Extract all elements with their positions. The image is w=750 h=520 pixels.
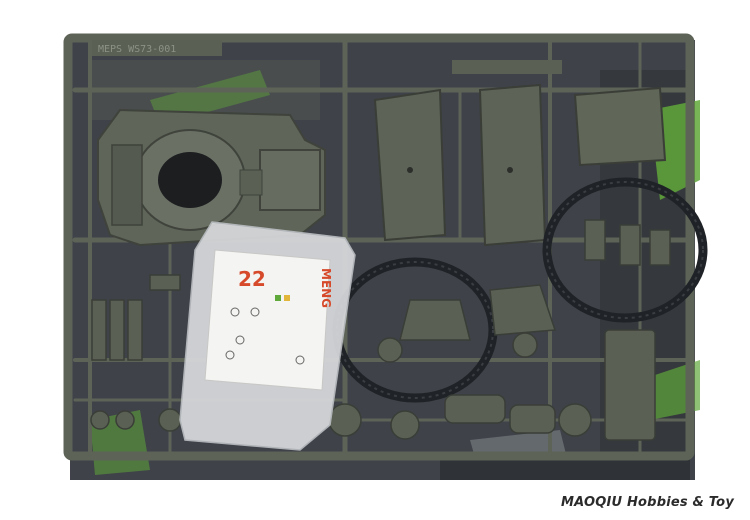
- decal-number: 22: [238, 267, 266, 291]
- suspension-parts: [328, 219, 671, 441]
- svg-text:MEPS WS73-001: MEPS WS73-001: [98, 44, 176, 55]
- decal-bag: 22 MENG: [179, 221, 356, 451]
- watermark-text: MAOQIU Hobbies & Toy: [560, 495, 734, 510]
- small-parts-left: [90, 274, 182, 432]
- turret-part: [97, 108, 326, 247]
- decal-brand: MENG: [319, 268, 333, 308]
- sprue-label: MEPS WS73-001: [92, 40, 562, 74]
- hull-panels: [373, 83, 667, 247]
